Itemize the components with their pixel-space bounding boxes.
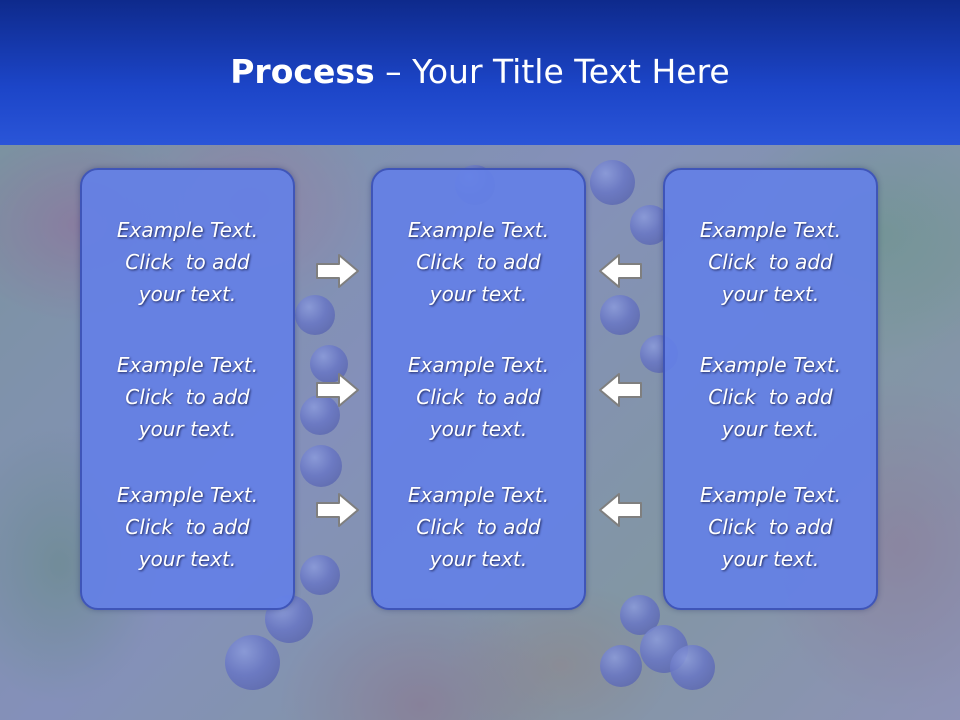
text-placeholder[interactable]: Example Text. Click to add your text.: [116, 353, 259, 441]
process-box-2[interactable]: Example Text. Click to add your text. Ex…: [371, 168, 586, 610]
slide-title[interactable]: Process – Your Title Text Here: [0, 52, 960, 91]
text-placeholder[interactable]: Example Text. Click to add your text.: [407, 353, 550, 441]
arrow-left-icon: [597, 252, 643, 290]
text-placeholder[interactable]: Example Text. Click to add your text.: [699, 483, 842, 571]
arrow-right-icon: [315, 491, 361, 529]
title-bar: Process – Your Title Text Here: [0, 0, 960, 145]
text-placeholder[interactable]: Example Text. Click to add your text.: [116, 218, 259, 306]
text-placeholder[interactable]: Example Text. Click to add your text.: [699, 353, 842, 441]
process-box-1[interactable]: Example Text. Click to add your text. Ex…: [80, 168, 295, 610]
text-placeholder[interactable]: Example Text. Click to add your text.: [116, 483, 259, 571]
arrow-left-icon: [597, 371, 643, 409]
arrow-right-icon: [315, 371, 361, 409]
text-placeholder[interactable]: Example Text. Click to add your text.: [407, 218, 550, 306]
arrow-right-icon: [315, 252, 361, 290]
text-placeholder[interactable]: Example Text. Click to add your text.: [407, 483, 550, 571]
title-rest: – Your Title Text Here: [374, 52, 730, 91]
arrow-left-icon: [597, 491, 643, 529]
title-bold: Process: [230, 52, 375, 91]
process-box-3[interactable]: Example Text. Click to add your text. Ex…: [663, 168, 878, 610]
text-placeholder[interactable]: Example Text. Click to add your text.: [699, 218, 842, 306]
